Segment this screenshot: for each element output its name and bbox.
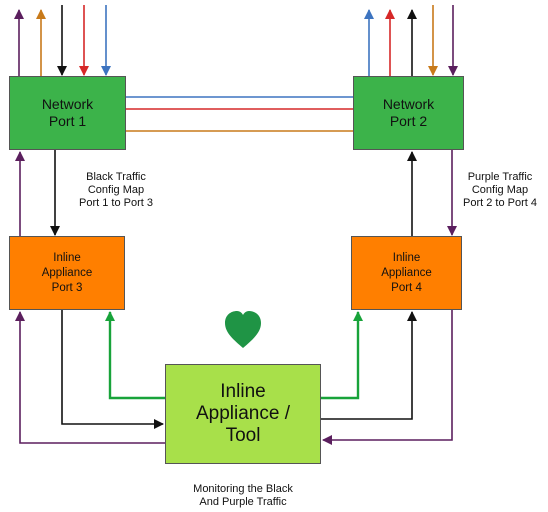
purple-note-line1: Purple Traffic: [467, 171, 533, 183]
network-port-1-line1: Network: [41, 96, 94, 112]
monitoring-note: Monitoring the Black And Purple Traffic: [172, 483, 314, 509]
network-port-1-box: Network Port 1: [9, 76, 126, 150]
purple-p4-to-tool-arrow: [322, 310, 453, 445]
black-p3-to-tool-arrow: [61, 310, 164, 429]
inline-appliance-port-4-box: Inline Appliance Port 4: [351, 236, 462, 310]
port-3-line2: Appliance: [41, 266, 93, 279]
monitoring-line2: And Purple Traffic: [199, 496, 287, 508]
port-3-line3: Port 3: [51, 281, 83, 294]
network-port-1-line2: Port 1: [48, 113, 87, 129]
black-note-line2: Config Map: [87, 184, 145, 196]
tool-line3: Tool: [225, 425, 261, 446]
green-tool-to-p3-arrow: [105, 311, 165, 400]
tool-line2: Appliance /: [195, 403, 290, 424]
network-port-2-line2: Port 2: [389, 113, 428, 129]
black-traffic-note: Black Traffic Config Map Port 1 to Port …: [63, 171, 169, 210]
port-4-line3: Port 4: [391, 281, 422, 294]
inline-appliance-port-3-box: Inline Appliance Port 3: [9, 236, 125, 310]
port-4-line1: Inline: [392, 251, 421, 264]
network-port-2-line1: Network: [382, 96, 435, 112]
tool-line1: Inline: [220, 381, 266, 402]
black-note-line1: Black Traffic: [86, 171, 146, 183]
black-note-line3: Port 1 to Port 3: [79, 197, 153, 209]
black-tool-to-p4-arrow: [321, 311, 417, 420]
port-3-line1: Inline: [53, 251, 81, 264]
purple-note-line2: Config Map: [471, 184, 529, 196]
port-4-line2: Appliance: [381, 266, 432, 279]
monitoring-line1: Monitoring the Black: [193, 483, 293, 495]
purple-note-line3: Port 2 to Port 4: [463, 197, 537, 209]
purple-tool-to-p3-arrow: [15, 311, 165, 444]
purple-traffic-note: Purple Traffic Config Map Port 2 to Port…: [452, 171, 548, 210]
heart-icon: [225, 311, 261, 348]
green-tool-to-p4-arrow: [321, 311, 363, 400]
inline-tool-box: Inline Appliance / Tool: [165, 364, 321, 464]
network-port-2-box: Network Port 2: [353, 76, 464, 150]
